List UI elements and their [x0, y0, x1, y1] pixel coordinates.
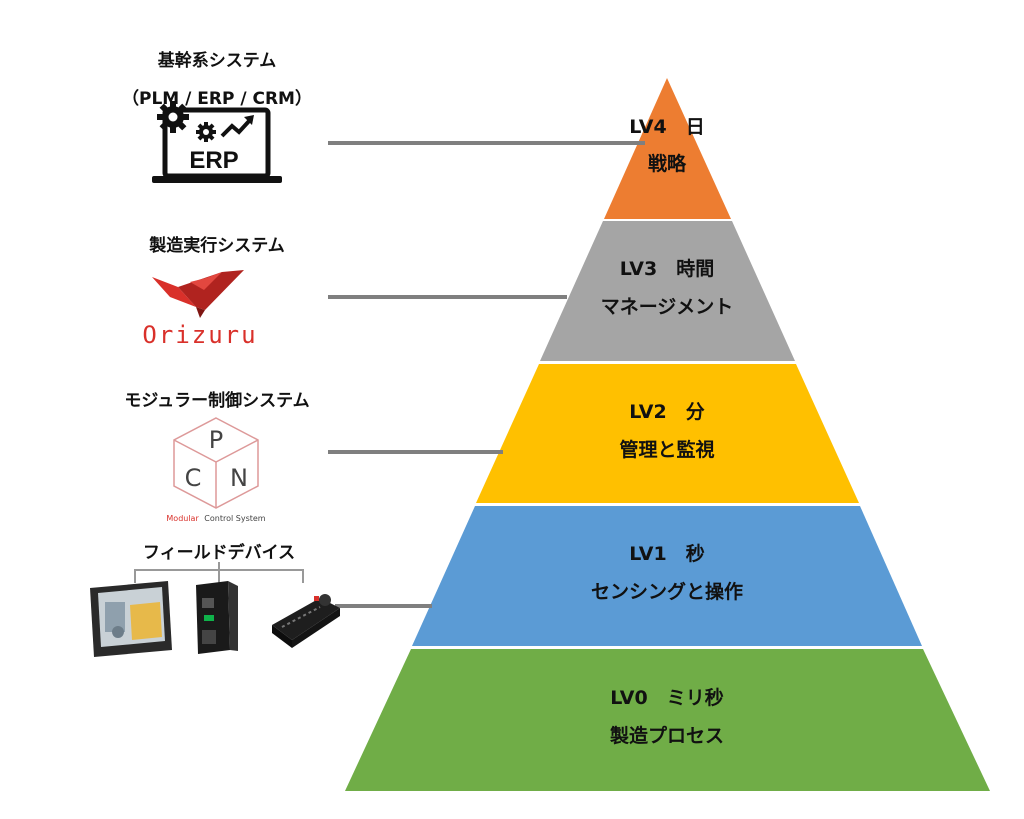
- erp-system-subtitle: （PLM / ERP / CRM）: [122, 88, 312, 109]
- level-4-label-line1: LV4 日: [629, 116, 704, 138]
- level-0-label-line2: 製造プロセス: [609, 724, 724, 747]
- cube-letter-n: N: [230, 464, 248, 492]
- hmi-panel-device: [90, 581, 172, 657]
- io-module-device: [272, 594, 340, 648]
- level-2-label-line2: 管理と監視: [619, 438, 714, 461]
- erp-logo-text: ERP: [189, 147, 238, 174]
- field-devices-title: フィールドデバイス: [143, 542, 295, 563]
- orizuru-logo-text: Orizuru: [142, 321, 257, 349]
- servo-drive-device: [196, 581, 238, 654]
- level-3-label-line1: LV3 時間: [620, 258, 714, 280]
- cube-letter-p: P: [209, 426, 223, 454]
- pyramid-level-1: [412, 506, 922, 646]
- erp-system-title: 基幹系システム: [157, 50, 277, 71]
- trend-arrow-icon: [220, 118, 252, 138]
- field-devices-image: [90, 562, 340, 657]
- level-1-label-line1: LV1 秒: [629, 542, 704, 565]
- mes-system-title: 製造実行システム: [148, 235, 285, 256]
- mcs-system-title: モジュラー制御システム: [124, 390, 309, 411]
- pyramid-level-0: [345, 649, 990, 791]
- level-0-label-line1: LV0 ミリ秒: [610, 686, 723, 709]
- orizuru-logo: Orizuru: [142, 270, 257, 349]
- cube-letter-c: C: [185, 464, 202, 492]
- pyramid-level-4: [604, 78, 731, 219]
- level-3-label-line2: マネージメント: [601, 296, 734, 318]
- level-1-label-line2: センシングと操作: [591, 580, 743, 603]
- laptop-erp-icon: ERP: [152, 101, 282, 183]
- pyramid-level-2: [476, 364, 859, 503]
- level-2-label-line1: LV2 分: [629, 401, 704, 423]
- gear-icon: [157, 101, 189, 133]
- pyramid-level-3: [540, 221, 795, 361]
- level-4-label-line2: 戦略: [648, 152, 687, 175]
- svg-text:Modular Control System: Modular Control System: [166, 514, 265, 523]
- small-gear-icon: [196, 122, 216, 142]
- modular-word: Modular: [166, 514, 199, 523]
- control-system-word: Control System: [204, 514, 266, 523]
- modular-cube-logo: P C N Modular Control System: [166, 417, 266, 523]
